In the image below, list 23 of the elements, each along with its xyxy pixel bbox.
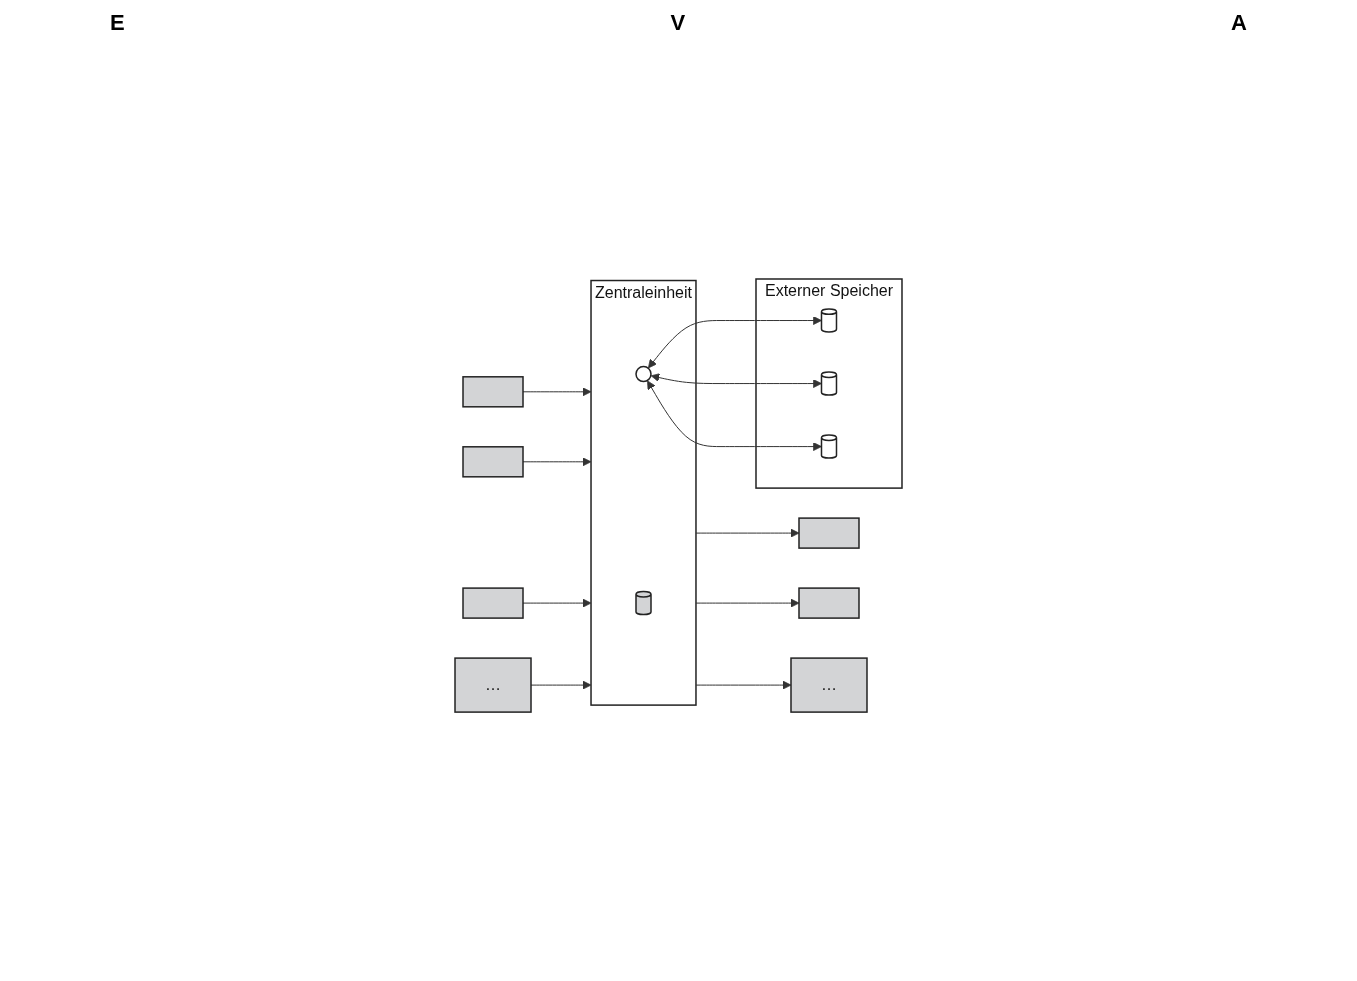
arrow — [695, 529, 800, 538]
cluster: Externer Speicher — [755, 278, 903, 490]
arrow — [695, 681, 792, 690]
arrow — [650, 373, 822, 389]
node-box: … — [790, 657, 868, 714]
column-letter: A — [1231, 10, 1247, 36]
node-cylinder — [635, 591, 652, 616]
node-cylinder — [820, 308, 838, 334]
node-box — [798, 587, 860, 620]
node-box: … — [454, 657, 532, 714]
node-box — [462, 587, 524, 620]
node-circle — [635, 366, 652, 383]
column-letter: E — [110, 10, 125, 36]
column-letter: V — [670, 10, 686, 36]
node-box — [462, 376, 524, 408]
arrow — [695, 599, 800, 608]
arrow — [647, 380, 822, 452]
node-cylinder — [820, 434, 838, 460]
node-cylinder — [820, 371, 838, 397]
node-box — [462, 446, 524, 478]
node-box — [798, 517, 860, 550]
arrow — [648, 316, 822, 369]
cluster: Zentraleinheit — [590, 280, 697, 707]
